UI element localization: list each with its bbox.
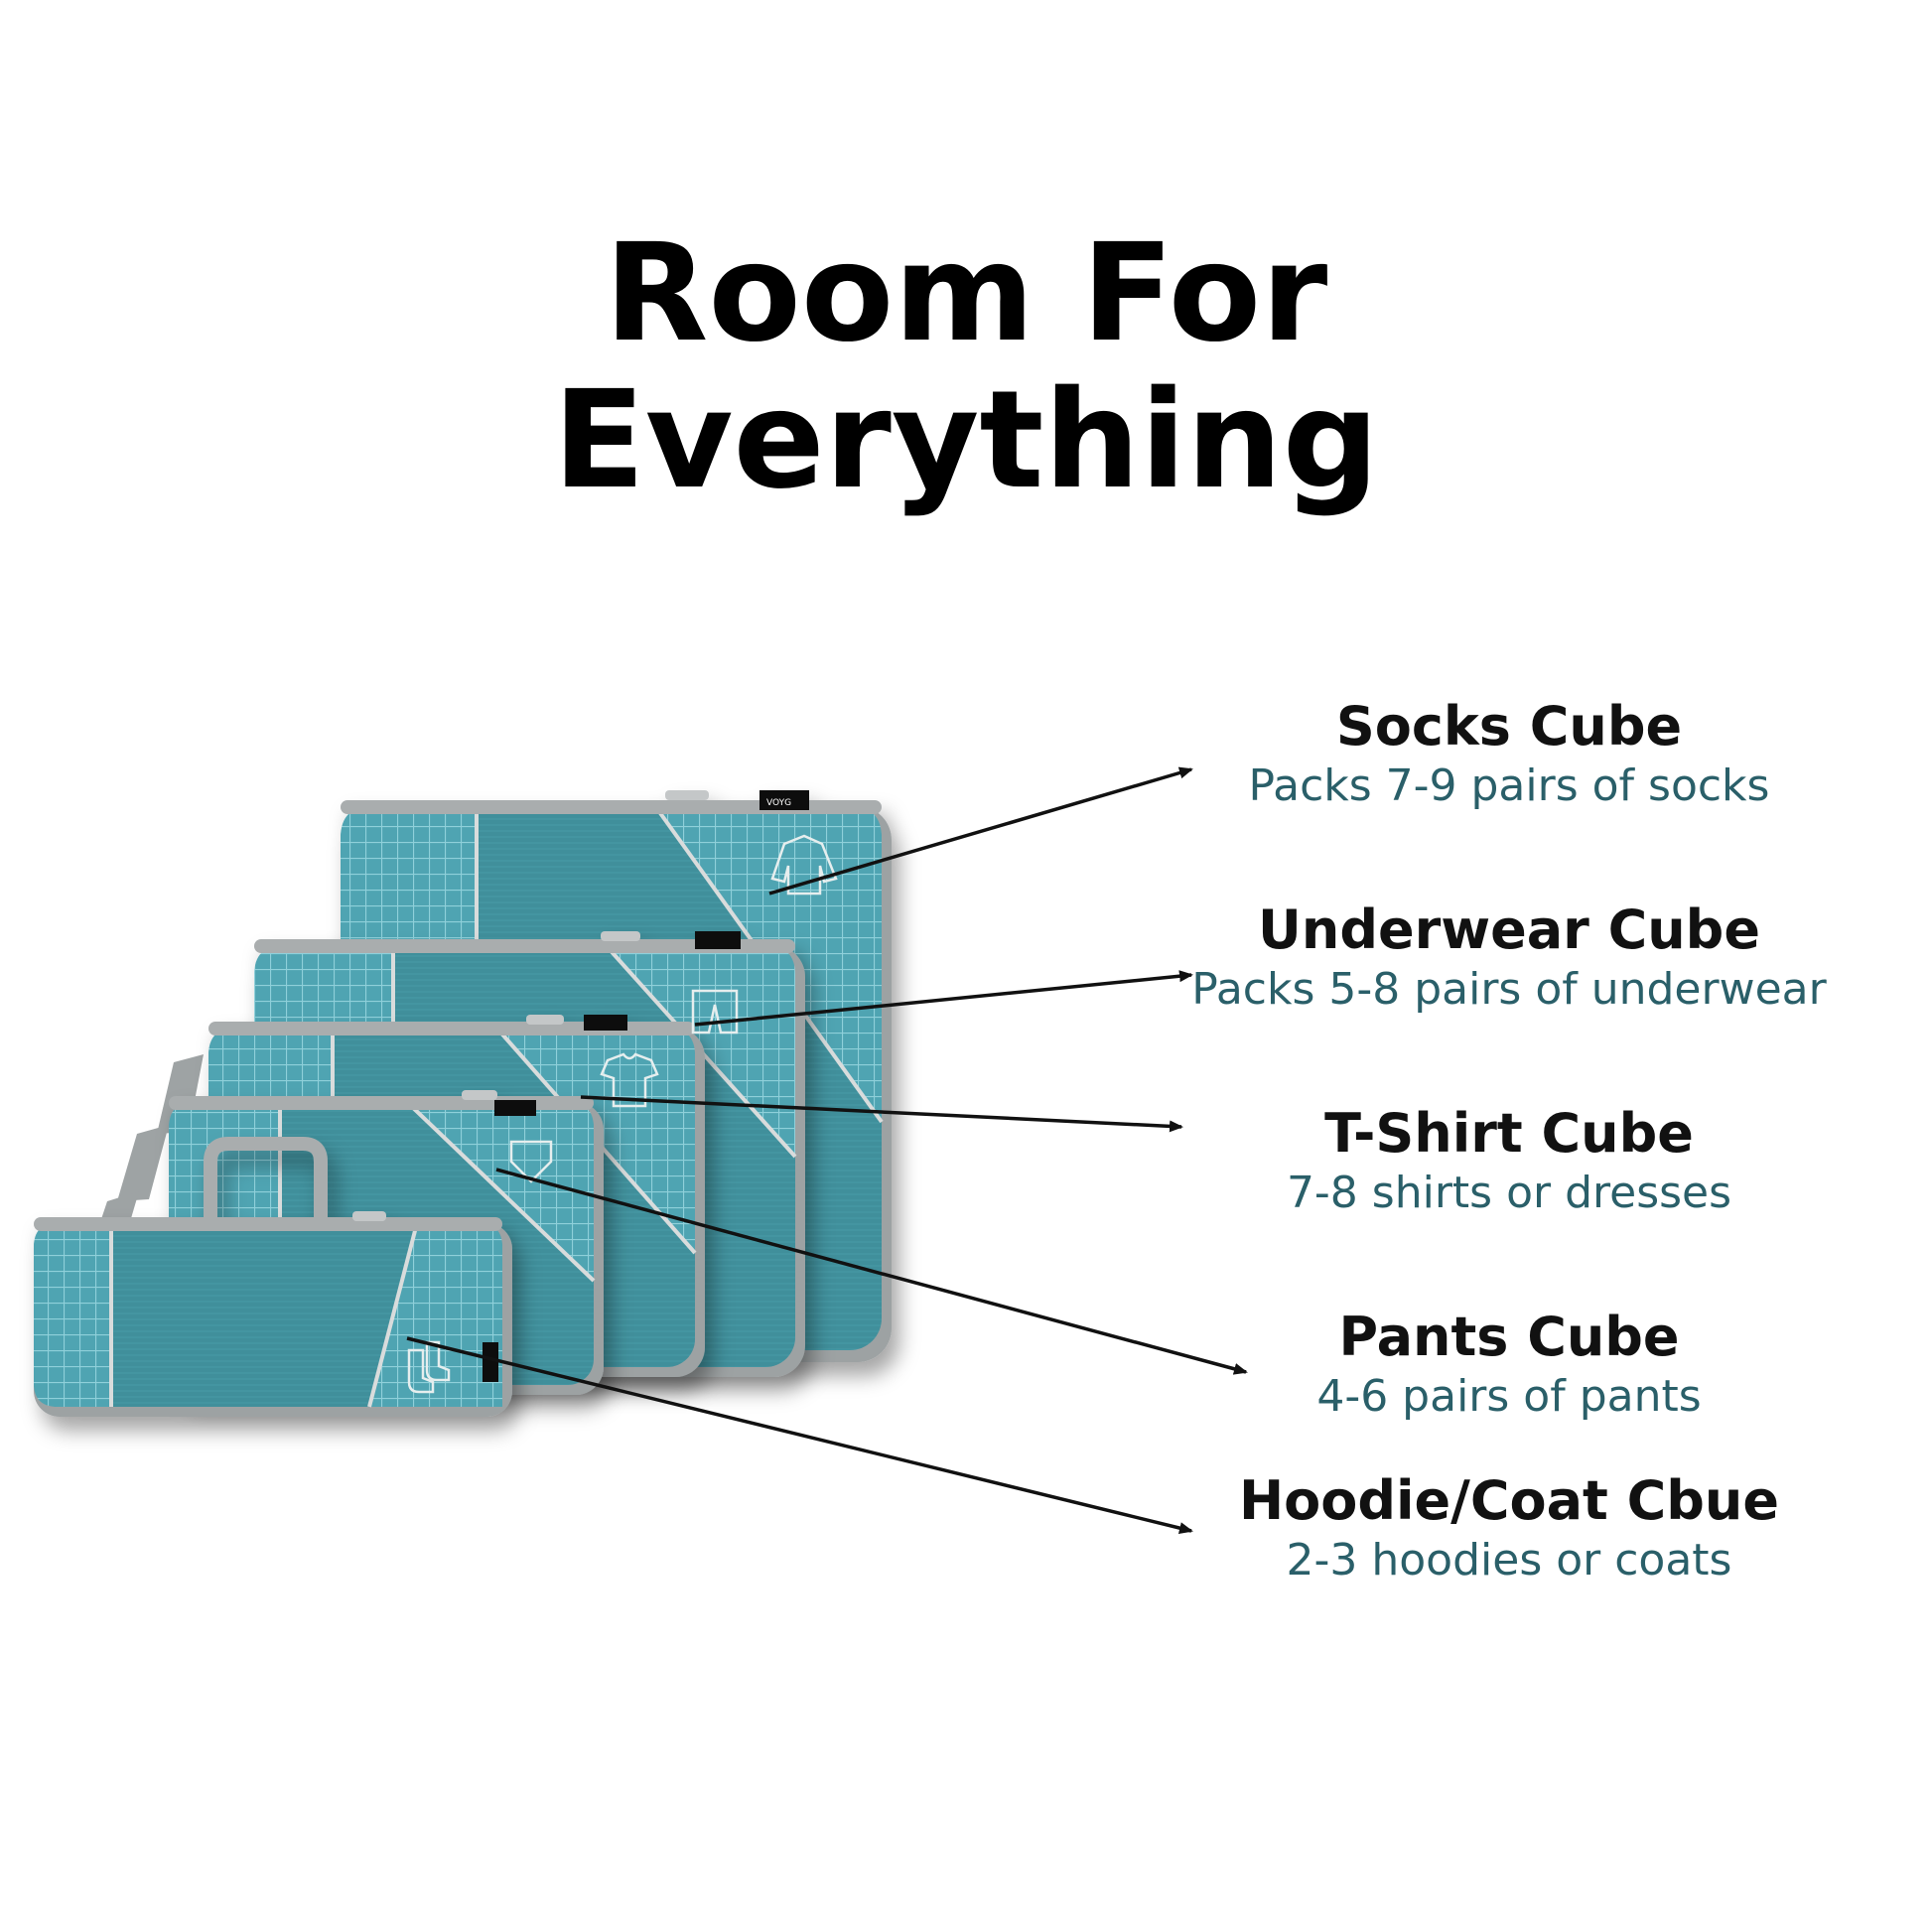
page-title-line-2: Everything <box>552 362 1380 519</box>
cube-name: Pants Cube <box>1338 1306 1680 1368</box>
cube-description: 4-6 pairs of pants <box>1316 1371 1702 1422</box>
label-socks-cube: Socks Cube Packs 7-9 pairs of socks <box>1152 695 1866 814</box>
label-tshirt-cube: T-Shirt Cube 7-8 shirts or dresses <box>1152 1102 1866 1221</box>
label-hoodie-coat-cube: Hoodie/Coat Cbue 2-3 hoodies or coats <box>1152 1469 1866 1588</box>
page-title-line-1: Room For <box>604 215 1328 372</box>
tshirt-icon <box>600 1052 659 1108</box>
underwear-icon <box>509 1140 553 1183</box>
cube-hoodie-coat <box>34 1137 512 1417</box>
label-pants-cube: Pants Cube 4-6 pairs of pants <box>1152 1306 1866 1425</box>
arrow-tshirt <box>580 1095 1183 1133</box>
arrow-pants <box>495 1168 1248 1375</box>
arrow-underwear <box>694 970 1193 1027</box>
cube-description: Packs 5-8 pairs of underwear <box>1191 964 1827 1015</box>
socks-icon <box>407 1340 451 1394</box>
cube-name: Hoodie/Coat Cbue <box>1238 1469 1780 1532</box>
label-underwear-cube: Underwear Cube Packs 5-8 pairs of underw… <box>1152 898 1866 1018</box>
cube-description: 2-3 hoodies or coats <box>1286 1535 1732 1586</box>
arrow-hoodie-coat <box>406 1336 1193 1534</box>
cube-name: Underwear Cube <box>1258 898 1760 961</box>
cube-description: 7-8 shirts or dresses <box>1286 1168 1732 1218</box>
pants-icon <box>691 989 739 1035</box>
cube-name: T-Shirt Cube <box>1324 1102 1694 1165</box>
arrow-socks <box>768 766 1193 896</box>
cube-name: Socks Cube <box>1335 695 1683 758</box>
cube-description: Packs 7-9 pairs of socks <box>1248 760 1770 811</box>
callout-arrows <box>406 766 1248 1534</box>
